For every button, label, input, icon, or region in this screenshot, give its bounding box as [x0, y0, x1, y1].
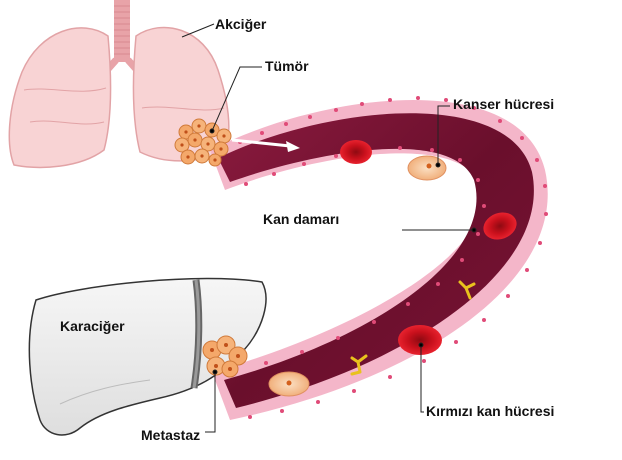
label-tumor: Tümör: [265, 58, 309, 74]
leader-akciger: [182, 24, 214, 37]
cancer-cell: [269, 372, 309, 396]
label-liver: Karaciğer: [60, 318, 125, 334]
left-lung: [9, 28, 110, 167]
trachea: [114, 0, 130, 62]
label-cancer-cell: Kanser hücresi: [453, 96, 554, 112]
label-red-blood-cell: Kırmızı kan hücresi: [426, 403, 554, 419]
label-lung: Akciğer: [215, 16, 266, 32]
leader-kirmizi: [421, 345, 424, 412]
red-blood-cell: [398, 325, 442, 355]
cancer-cell: [408, 156, 446, 180]
label-metastasis: Metastaz: [141, 427, 200, 443]
red-blood-cell: [340, 140, 372, 164]
label-blood-vessel: Kan damarı: [263, 211, 339, 227]
blood-vessel: [210, 96, 548, 420]
